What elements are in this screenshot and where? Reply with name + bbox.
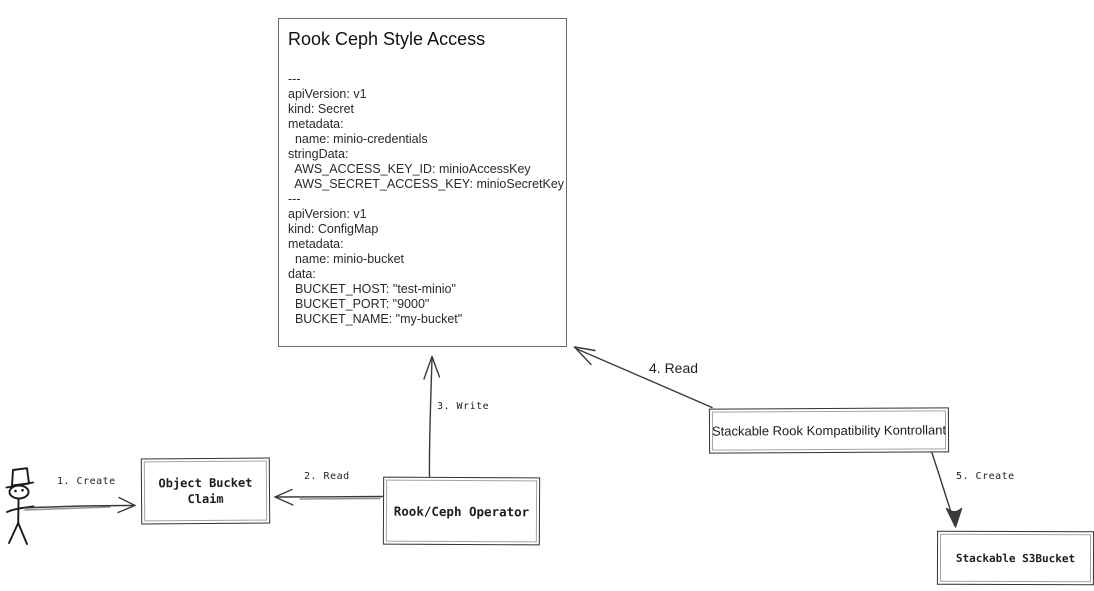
- node-rook-ceph-operator: Rook/Ceph Operator: [382, 476, 541, 546]
- node-object-bucket-claim: Object Bucket Claim: [140, 457, 271, 525]
- arrow-5-create: [931, 452, 963, 528]
- node-rook-ceph-operator-label: Rook/Ceph Operator: [393, 503, 530, 519]
- yaml-manifest-text: --- apiVersion: v1 kind: Secret metadata…: [288, 72, 565, 326]
- node-stackable-rook-kontrollant: Stackable Rook Kompatibility Kontrollant: [708, 407, 950, 454]
- edge-label-4-read: 4. Read: [649, 360, 699, 376]
- edge-label-2-read: 2. Read: [304, 471, 350, 482]
- node-stackable-s3bucket: Stackable S3Bucket: [936, 530, 1094, 586]
- main-box-title: Rook Ceph Style Access: [288, 29, 486, 49]
- stick-figure-user-icon: [5, 467, 35, 545]
- arrow-3-write: [423, 355, 441, 478]
- edge-label-5-create: 5. Create: [956, 471, 1015, 482]
- edge-label-1-create: 1. Create: [57, 476, 116, 487]
- arrow-2-read: [274, 488, 384, 506]
- node-object-bucket-claim-label: Object Bucket Claim: [158, 475, 253, 507]
- rook-ceph-style-access-box: Rook Ceph Style Access --- apiVersion: v…: [278, 18, 567, 347]
- user-actor: [2, 467, 40, 551]
- edge-label-3-write: 3. Write: [437, 401, 490, 412]
- node-stackable-rook-kontrollant-label: Stackable Rook Kompatibility Kontrollant: [711, 422, 947, 439]
- arrow-4-read: [573, 346, 713, 409]
- node-stackable-s3bucket-label: Stackable S3Bucket: [955, 551, 1076, 565]
